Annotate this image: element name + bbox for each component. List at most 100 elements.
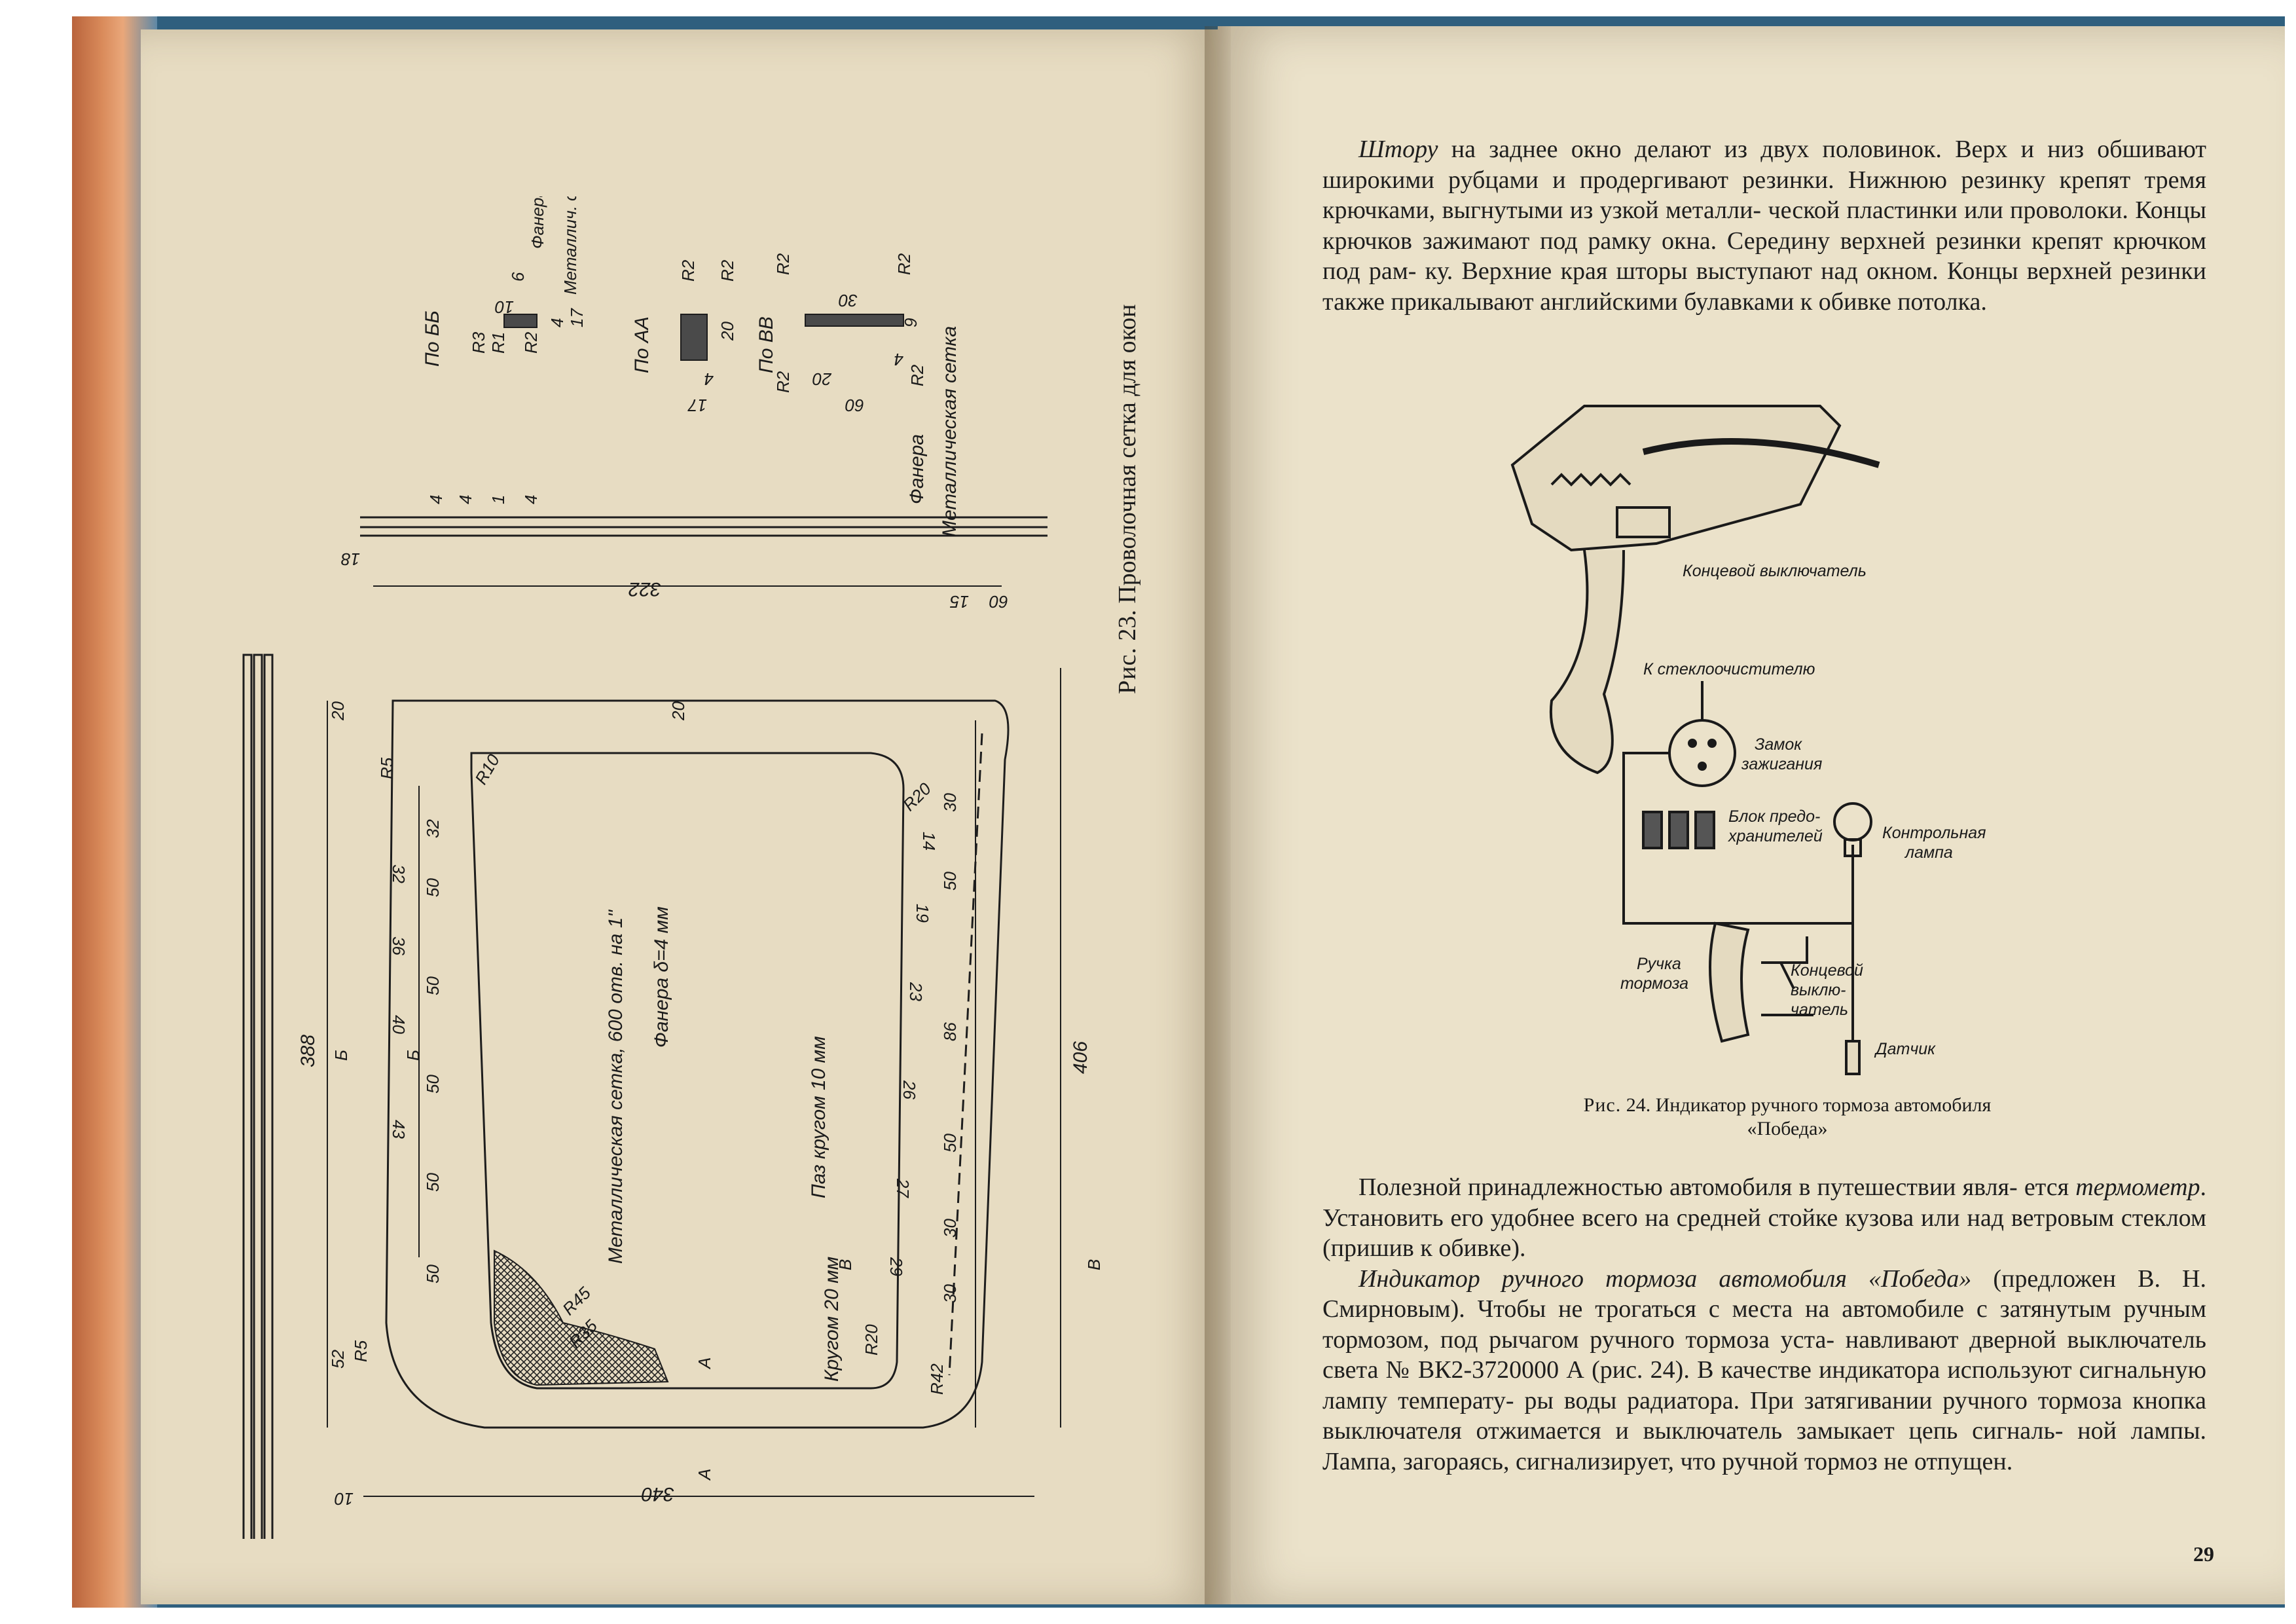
end-switch-body: [1616, 506, 1671, 538]
r10: R10: [471, 750, 503, 788]
side-strip-2: [253, 654, 263, 1599]
figure-23-drawing: 322 340 18 60 15 10 388 406 20 52 R5 R5 …: [196, 151, 1178, 1599]
dim-30-c: 30: [940, 1284, 960, 1303]
label-ignition-2: зажигания: [1741, 755, 1822, 773]
label-fanera-thickness: Фанера δ=4 мм: [651, 906, 672, 1048]
para1-line-3: резинку крепят тремя крючками, выгнутыми…: [1322, 166, 2207, 225]
dim-36: 36: [389, 936, 409, 955]
profile-label-metal-mesh: Металлическая сетка: [939, 326, 960, 537]
label-lamp-1: Контрольная: [1882, 824, 1986, 842]
para2-line-2-em: термометр: [2075, 1173, 2200, 1201]
dim-50-d: 50: [423, 1173, 443, 1192]
dim-86: 86: [940, 1022, 960, 1041]
dim-20-top: 20: [328, 701, 348, 721]
end-switch-2-symbol: [1761, 936, 1813, 1016]
r5-top: R5: [377, 757, 397, 779]
aa-dim-4: 4: [704, 369, 714, 389]
dim-50-c: 50: [423, 1075, 443, 1094]
profile-dim-4-a: 4: [426, 495, 446, 504]
bb-dim-6: 6: [508, 272, 528, 282]
vv-dim-r2-d: R2: [907, 364, 927, 386]
brake-lever: [1549, 549, 1625, 775]
profile-dim-4-b: 4: [456, 495, 475, 504]
para3-line-6: ры воды радиатора. При затягивании ручно…: [1524, 1386, 2207, 1414]
aa-dim-17: 17: [687, 396, 707, 415]
aa-section-shape: [680, 314, 708, 361]
label-to-wiper: К стеклоочистителю: [1643, 660, 1815, 678]
sensor-symbol: [1845, 1040, 1861, 1075]
label-fuse-1: Блок предо-: [1728, 807, 1820, 826]
fig24-line1: 24. Индикатор ручного тормоза автомобиля: [1626, 1094, 1992, 1116]
para3-line-2: В. Н. Смирновым). Чтобы не трогаться с м…: [1322, 1264, 2206, 1323]
groove-dashed-line: [948, 733, 983, 1376]
section-mark-a-bottom: А: [695, 1469, 714, 1481]
vv-dim-r2-c: R2: [773, 371, 793, 393]
label-metal-mesh-spec: Металлическая сетка, 600 отв. на 1": [605, 910, 627, 1264]
r5-bottom: R5: [351, 1340, 371, 1362]
bb-dim-r1: R1: [488, 332, 508, 354]
section-label-aa: По АА: [631, 316, 653, 373]
para2-line-1: Полезной принадлежностью автомобиля в пу…: [1358, 1173, 2018, 1201]
ignition-pin-2: [1707, 739, 1717, 748]
dim-27: 27: [893, 1178, 913, 1198]
ignition-lock-symbol: [1668, 719, 1736, 787]
label-end-switch2-1: Концевой: [1791, 961, 1863, 980]
aa-dim-r2-a: R2: [678, 259, 698, 282]
mesh-hatch-area: [494, 1249, 669, 1386]
inner-opening: [470, 752, 905, 1390]
aa-dim-r2-b: R2: [718, 259, 737, 282]
bracket-plate: [1510, 405, 1842, 552]
section-mark-b-left: Б: [331, 1050, 351, 1061]
dim-406: 406: [1070, 1041, 1091, 1074]
dim-340: 340: [642, 1483, 674, 1505]
label-fuse-2: хранителей: [1728, 827, 1823, 845]
profile-label-fanera: Фанера: [906, 434, 928, 504]
vv-dim-60: 60: [845, 396, 864, 415]
side-strip-1: [242, 654, 253, 1599]
fig23-number: 23.: [1114, 610, 1141, 641]
para3-line-5: В качестве индикатора используют сигналь…: [1322, 1356, 2206, 1414]
wire-main: [1622, 752, 1853, 925]
dim-388: 388: [297, 1035, 319, 1067]
vv-dim-30: 30: [839, 291, 858, 310]
right-page: [1218, 26, 2285, 1604]
r42: R42: [927, 1363, 947, 1395]
ignition-pin-1: [1688, 739, 1697, 748]
label-groove: Паз кругом 10 мм: [808, 1036, 829, 1198]
control-lamp-bulb: [1833, 802, 1872, 841]
dim-23: 23: [906, 982, 926, 1001]
brake-handle-small: [1709, 921, 1750, 1043]
figure-23-caption: Рис. 23. Проволочная сетка для окон: [1113, 170, 1146, 694]
section-mark-v-right: В: [1084, 1259, 1104, 1270]
label-lamp-2: лампа: [1904, 843, 1953, 862]
vv-dim-9: 9: [901, 318, 920, 327]
fig23-text: Проволочная сетка для окон: [1114, 304, 1141, 604]
dim-19: 19: [913, 904, 932, 923]
dim-18: 18: [341, 549, 360, 569]
para1-line-5: рамку окна. Середину верхней резинки кре…: [1322, 227, 2206, 286]
brake-cable: [1642, 438, 1880, 468]
para1-line-8: потолка.: [1897, 287, 1987, 316]
ignition-pin-3: [1698, 762, 1707, 771]
dim-32-b: 32: [389, 864, 409, 883]
para3-line-4: навливают дверной выключатель света № ВК…: [1322, 1325, 2207, 1384]
fig24-line2: «Победа»: [1747, 1118, 1828, 1139]
control-lamp-base: [1844, 838, 1862, 857]
bb-dim-17: 17: [567, 308, 587, 327]
dim-50-r1: 50: [940, 872, 960, 891]
para3-line-1-post: (предложен: [1971, 1264, 2117, 1293]
fig24-abbr: Рис.: [1583, 1094, 1622, 1116]
para3-line-7: выключателя отжимается и выключатель зам…: [1322, 1417, 2064, 1445]
dim-50-e: 50: [423, 1264, 443, 1283]
para3-line-3: затянутым ручным тормозом, под рычагом р…: [1322, 1295, 2206, 1354]
dim-50-b: 50: [423, 976, 443, 995]
window-mesh-svg: 322 340 18 60 15 10 388 406 20 52 R5 R5 …: [242, 151, 1104, 1599]
dim-30-b: 30: [940, 1219, 960, 1238]
dim-20-mid: 20: [668, 701, 688, 721]
para1-lead: Штору: [1358, 136, 1438, 163]
dim-50-a: 50: [423, 878, 443, 897]
side-strip-3: [263, 654, 274, 1599]
book-gutter: [1205, 26, 1231, 1604]
dim-43: 43: [389, 1120, 409, 1139]
bb-dim-4: 4: [547, 318, 567, 327]
